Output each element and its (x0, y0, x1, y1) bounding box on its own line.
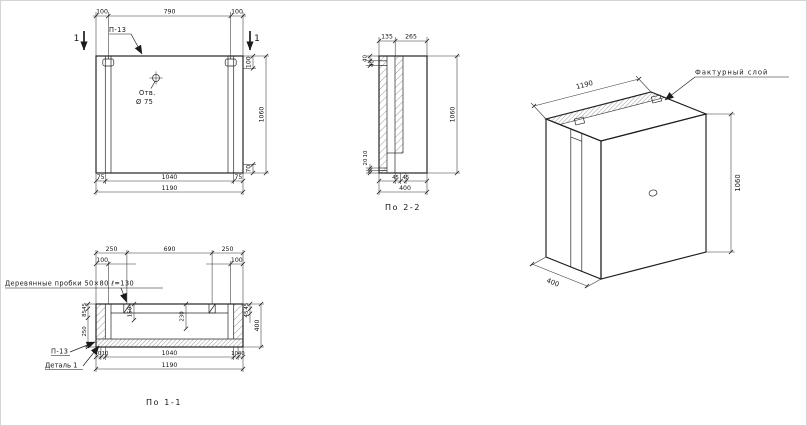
section22-dim-right: 1060 (427, 53, 460, 176)
dim-height-1060: 1060 (259, 107, 266, 123)
section11-dim-right: 45 45 400 (243, 301, 264, 350)
dim-s11-100-left: 100 (96, 257, 108, 264)
front-dim-top: 100 790 100 (93, 9, 246, 56)
dim-s11-left-85: 85 (82, 310, 88, 317)
detail-1-label: Деталь 1 (45, 362, 77, 370)
texture-layer-label: Фактурный слой (695, 69, 768, 77)
dim-s11-b-1040: 1040 (162, 350, 178, 357)
section11-dim-bottom: 40 10 1040 10 40 1190 (93, 347, 246, 372)
dim-bottom-75-left: 75 (97, 174, 105, 181)
front-view: Отв. Ø 75 100 790 100 П-13 1 1 (74, 9, 269, 195)
dim-s22-40a: 40 (363, 55, 369, 62)
dim-s11-b-10l: 10 (102, 351, 109, 357)
dim-s11-100-right: 100 (231, 257, 243, 264)
dim-s11-left-45: 45 (82, 303, 88, 310)
isometric-view: 1190 400 1060 Фактурный слой (529, 69, 789, 289)
section11-body (95, 303, 244, 348)
dim-s11-b-40l: 40 (94, 351, 101, 357)
iso-dim-depth: 400 (529, 256, 602, 289)
p13-label: П-13 (109, 26, 126, 34)
dim-s22-135: 135 (381, 34, 393, 41)
iso-dim-height: 1060 (706, 111, 742, 255)
dim-s22-1060: 1060 (450, 107, 457, 123)
dim-s11-690: 690 (164, 246, 176, 253)
section-mark-1-right: 1 (254, 34, 260, 44)
dim-s22-400: 400 (399, 185, 411, 192)
section22-dim-left: 40 40 20 10 (363, 53, 379, 176)
dim-right-70: 70 (246, 165, 253, 173)
dim-right-100: 100 (246, 56, 253, 68)
hole-diameter-label: Ø 75 (136, 98, 153, 106)
section22-body (378, 55, 428, 174)
dim-s11-b-40r: 40 (238, 351, 245, 357)
section22-caption: По 2-2 (385, 203, 421, 212)
dim-s11-250-left: 250 (106, 246, 118, 253)
section11-p13-callout: П-13 (51, 341, 96, 356)
dim-iso-1060: 1060 (734, 174, 742, 191)
dim-s22-10: 10 (363, 150, 369, 157)
dim-s22-20: 20 (363, 158, 369, 165)
dim-s22-45a: 45 (392, 175, 399, 181)
section11-caption: По 1-1 (146, 398, 182, 407)
dim-s22-45b: 45 (402, 175, 409, 181)
dim-iso-400: 400 (545, 277, 560, 289)
section22-dim-top: 135 265 (376, 34, 430, 56)
dim-iso-1190: 1190 (575, 79, 594, 91)
dim-top-middle: 790 (164, 9, 176, 16)
front-panel (95, 55, 244, 174)
hole-label: Отв. (139, 89, 156, 97)
front-section-marks: 1 1 (74, 31, 260, 51)
dim-s11-400: 400 (254, 320, 261, 332)
p13-label-s11: П-13 (51, 348, 68, 356)
dim-top-right: 100 (231, 9, 243, 16)
dim-s11-right-45a: 45 (244, 303, 250, 310)
dim-bottom-1040: 1040 (162, 174, 178, 181)
section-mark-1-left: 1 (74, 34, 80, 44)
section11-dim-left: 45 85 250 (82, 301, 96, 350)
iso-texture-callout: Фактурный слой (664, 69, 789, 101)
iso-body (544, 91, 708, 280)
dim-bottom-75-right: 75 (234, 174, 242, 181)
section11-detail-callout: Деталь 1 (45, 345, 100, 370)
dim-s11-inner-230: 230 (180, 311, 186, 322)
section-1-1-view: 250 690 250 100 100 Деревянные пробки 50… (5, 246, 264, 407)
dim-s22-265: 265 (405, 34, 417, 41)
dim-s11-250-right: 250 (222, 246, 234, 253)
section11-dim-top: 250 690 250 100 100 (93, 246, 246, 304)
dim-total-1190: 1190 (162, 185, 178, 192)
dim-s11-right-45b: 45 (244, 311, 250, 318)
section11-plugs-callout: Деревянные пробки 50×80 ℓ=130 (5, 280, 163, 303)
dim-s11-b-10r: 10 (231, 351, 238, 357)
wooden-plugs-label: Деревянные пробки 50×80 ℓ=130 (5, 280, 134, 288)
section-2-2-view: 135 265 40 40 20 10 (363, 34, 460, 212)
front-hole-callout: Отв. Ø 75 (136, 71, 163, 106)
front-dim-bottom: 75 1040 75 1190 (93, 173, 246, 195)
dim-s11-left-250: 250 (82, 326, 88, 337)
dim-s11-inner-150: 150 (128, 306, 134, 317)
dim-s11-total-1190: 1190 (162, 362, 178, 369)
section22-dim-bottom: 45 45 400 (376, 173, 430, 195)
front-dim-right: 100 1060 70 (243, 53, 269, 176)
dim-s22-40b: 40 (370, 60, 376, 67)
front-p13-callout: П-13 (109, 26, 143, 55)
section11-dims-inner: 150 230 (128, 301, 189, 332)
dim-top-left: 100 (96, 9, 108, 16)
